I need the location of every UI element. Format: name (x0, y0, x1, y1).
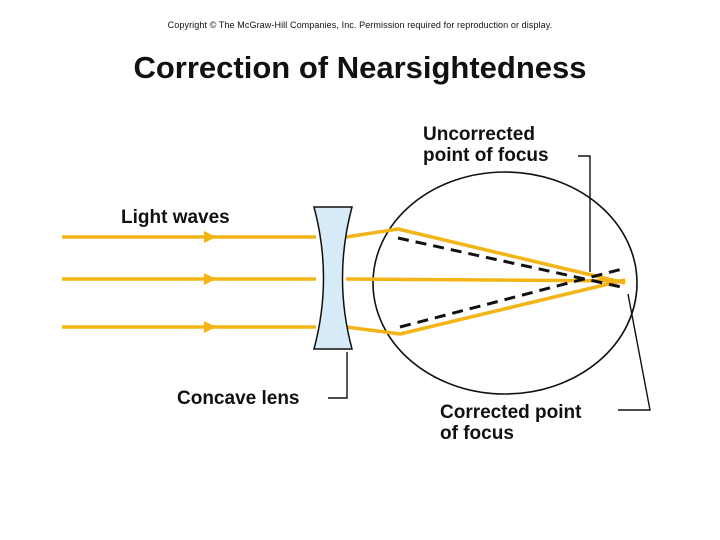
refracted-ray-top (345, 227, 626, 285)
eyeball (372, 171, 638, 395)
concave-lens-leader-line (328, 352, 348, 399)
uncorrected-ray-bottom (399, 266, 627, 329)
uncorrected-focus-label-line2: point of focus (423, 145, 549, 166)
page-title: Correction of Nearsightedness (133, 50, 587, 85)
uncorrected-ray-top (397, 236, 627, 290)
refracted-ray-bottom (345, 278, 626, 336)
uncorrected-leader-line (578, 155, 591, 272)
corrected-focus-label-line2: of focus (440, 423, 514, 444)
corrected-focus-label: Corrected point of focus (440, 402, 581, 444)
concave-lens-label: Concave lens (177, 388, 300, 409)
corrected-focus-label-line1: Corrected point (440, 402, 582, 423)
uncorrected-focus-label: Uncorrected point of focus (423, 124, 549, 166)
uncorrected-focus-label-line1: Uncorrected (423, 124, 535, 145)
corrected-leader-line (618, 293, 651, 411)
concave-lens (313, 206, 353, 350)
light-waves-label: Light waves (121, 207, 230, 228)
arrow-icon (204, 321, 216, 333)
arrow-icon (204, 273, 216, 285)
uncorrected-paths (397, 236, 627, 329)
copyright-notice: Copyright © The McGraw-Hill Companies, I… (167, 20, 553, 30)
arrow-icon (204, 231, 216, 243)
